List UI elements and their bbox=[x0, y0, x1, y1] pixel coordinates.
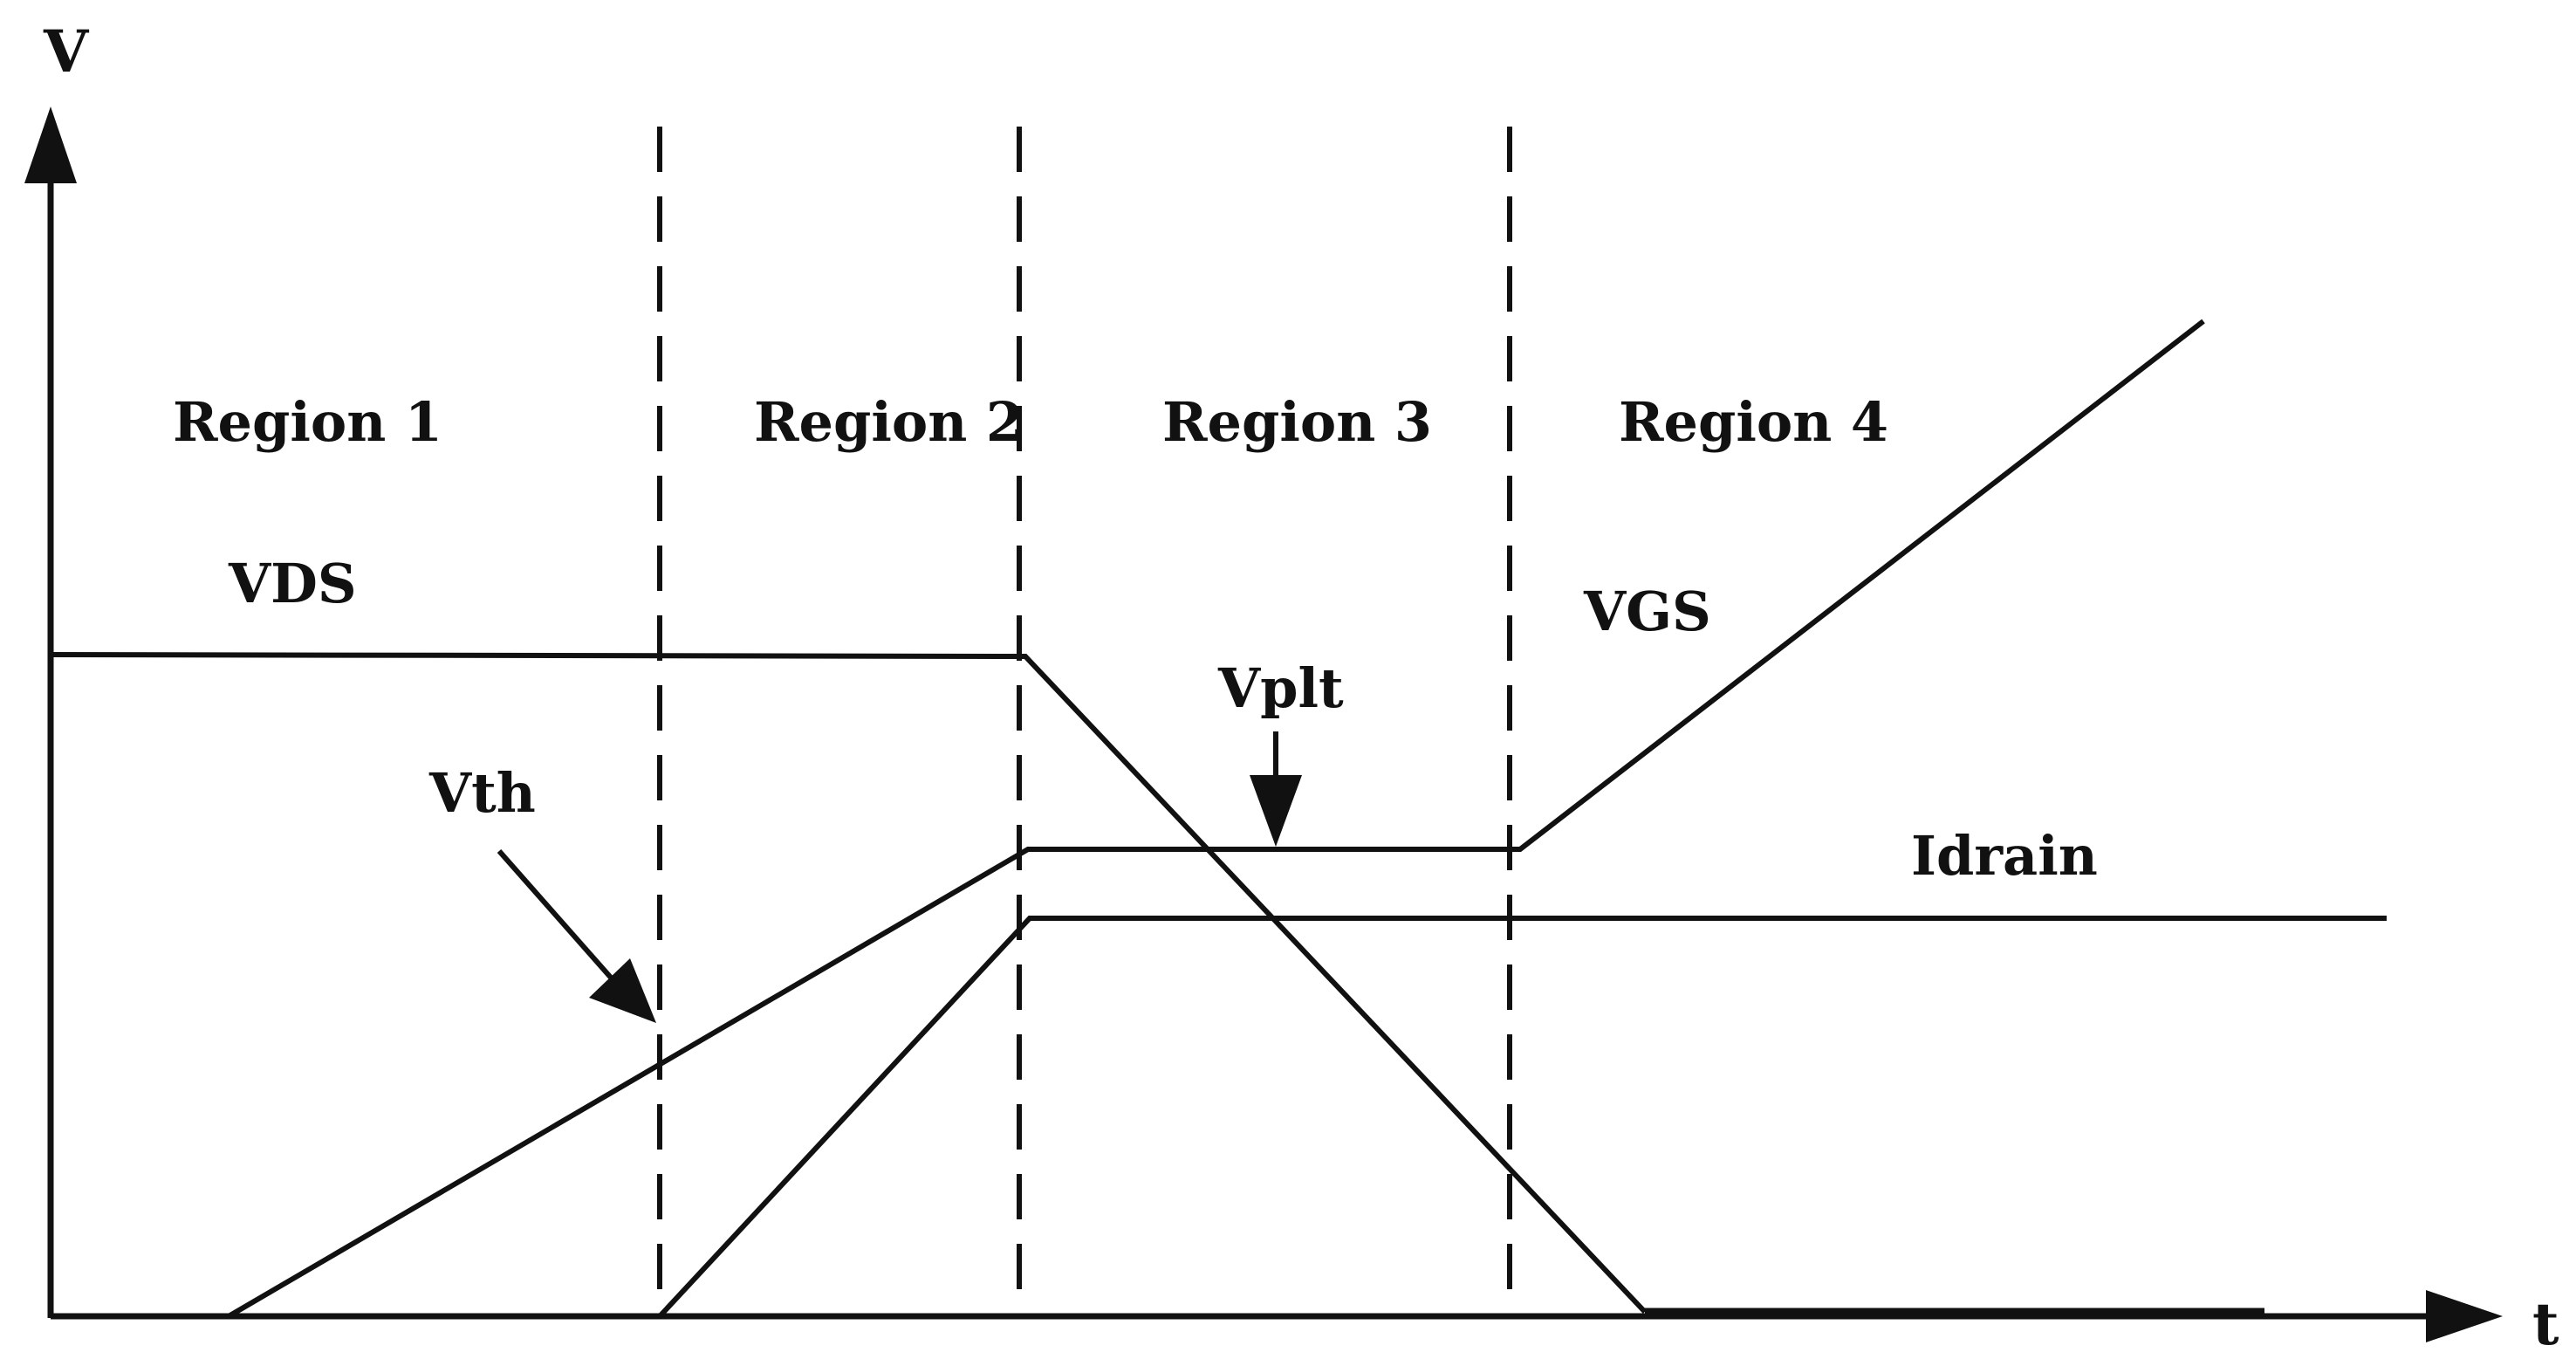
region-4-label: Region 4 bbox=[1619, 390, 1888, 454]
y-axis-arrowhead bbox=[24, 106, 77, 183]
x-axis-label: t bbox=[2532, 1290, 2559, 1358]
vgs-curve bbox=[227, 319, 2205, 1319]
curves bbox=[50, 319, 2387, 1319]
idrain-curve bbox=[657, 916, 2387, 1319]
region-2-label: Region 2 bbox=[754, 390, 1024, 454]
axes bbox=[24, 106, 2503, 1342]
vds-curve bbox=[50, 652, 1648, 1315]
vplt-label: Vplt bbox=[1217, 656, 1344, 720]
vth-label: Vth bbox=[428, 761, 536, 825]
x-axis-arrowhead bbox=[2426, 1290, 2503, 1342]
region-3-label: Region 3 bbox=[1162, 390, 1432, 454]
vplt-arrowhead bbox=[1250, 775, 1302, 847]
vplt-arrow bbox=[1250, 731, 1302, 847]
region-dividers bbox=[657, 127, 1512, 1316]
vth-arrowhead bbox=[589, 958, 656, 1023]
y-axis-label: V bbox=[43, 17, 90, 86]
idrain-label: Idrain bbox=[1911, 824, 2098, 888]
vds-label: VDS bbox=[228, 552, 357, 615]
vgs-label: VGS bbox=[1583, 580, 1711, 643]
vth-arrow bbox=[497, 849, 656, 1023]
region-1-label: Region 1 bbox=[173, 390, 442, 454]
